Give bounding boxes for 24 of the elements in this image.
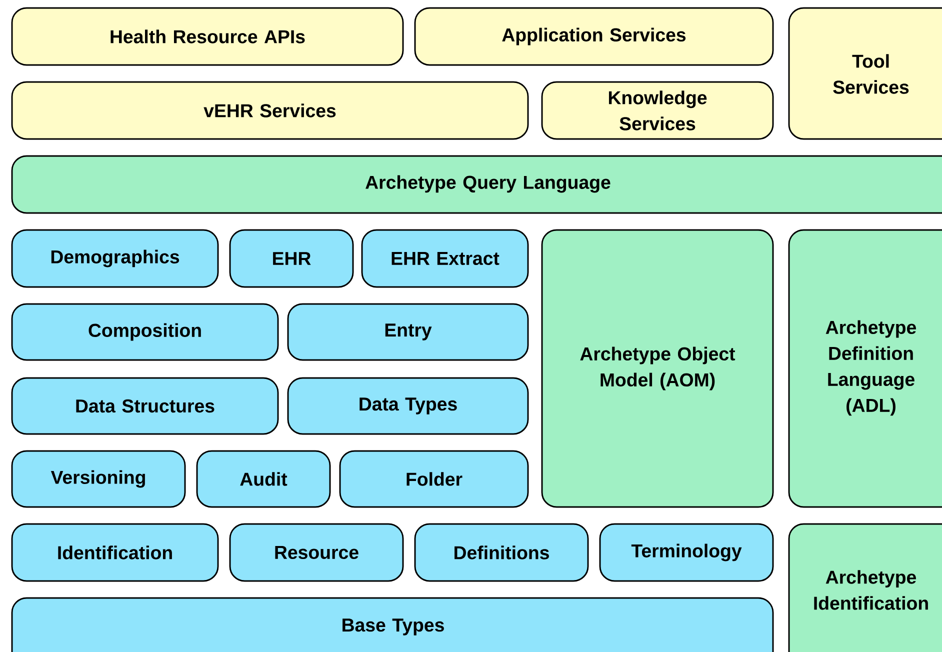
layer-box: Composition xyxy=(11,303,279,361)
layer-box: Identification xyxy=(11,523,219,582)
layer-box: Definitions xyxy=(414,523,589,582)
layer-box: Tool Services xyxy=(788,7,942,140)
layer-box: Folder xyxy=(339,450,529,508)
layer-box: Resource xyxy=(229,523,404,582)
layer-box: Application Services xyxy=(414,7,774,66)
layer-box: vEHR Services xyxy=(11,81,529,140)
layer-box: Archetype Object Model (AOM) xyxy=(541,229,774,508)
layer-box: Audit xyxy=(196,450,331,508)
layer-box: EHR Extract xyxy=(361,229,529,288)
layer-box: Knowledge Services xyxy=(541,81,774,140)
layer-box: Archetype Query Language xyxy=(11,155,942,214)
layer-box: Archetype Definition Language (ADL) xyxy=(788,229,942,508)
layer-box: Data Types xyxy=(287,377,529,435)
layer-box: Demographics xyxy=(11,229,219,288)
layer-box: Versioning xyxy=(11,450,186,508)
layer-box: Data Structures xyxy=(11,377,279,435)
layer-box: Health Resource APIs xyxy=(11,7,404,66)
layer-box: Archetype Identification xyxy=(788,523,942,652)
layer-box: Terminology xyxy=(599,523,774,582)
layer-box: EHR xyxy=(229,229,354,288)
layer-box: Base Types xyxy=(11,597,774,652)
layer-box: Entry xyxy=(287,303,529,361)
